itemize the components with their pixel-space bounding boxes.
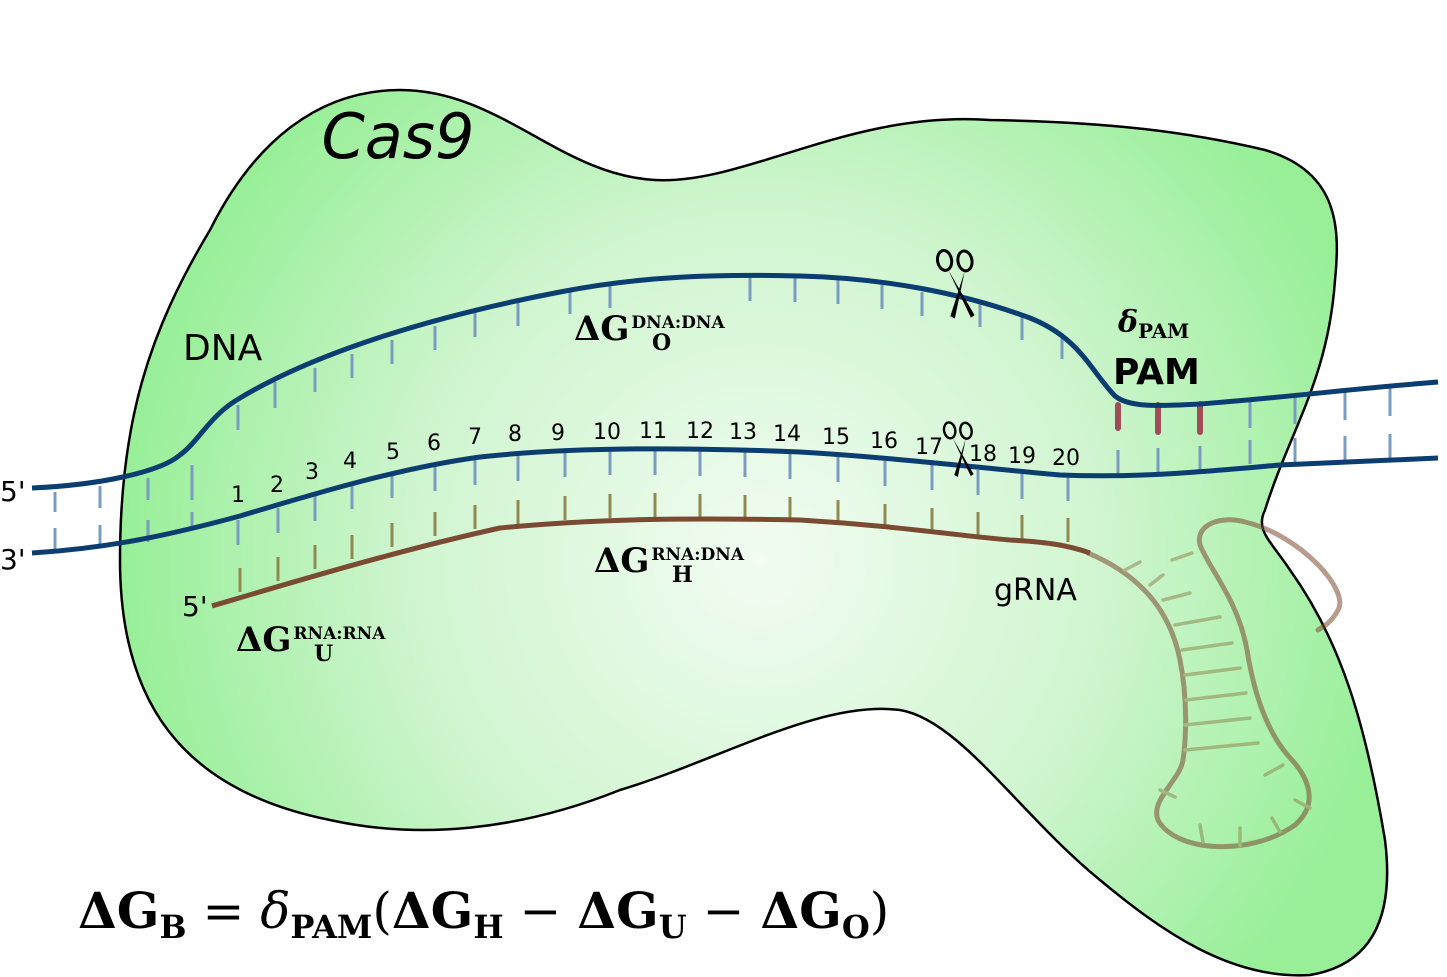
position-number: 3 <box>305 460 319 485</box>
cas9-protein-shape <box>118 88 1389 977</box>
position-number: 9 <box>551 421 565 446</box>
position-numbers: 1 2 3 4 5 6 7 8 9 10 11 12 13 14 15 16 1… <box>231 419 1080 508</box>
position-number: 2 <box>270 473 284 498</box>
position-number: 5 <box>386 440 400 465</box>
scissors-icon <box>942 421 974 477</box>
position-number: 11 <box>639 419 667 444</box>
position-number: 1 <box>231 483 245 508</box>
dna-bottom-ticks <box>53 434 1392 550</box>
dna-bottom-strand <box>31 446 1439 556</box>
position-number: 12 <box>686 419 714 444</box>
position-number: 17 <box>915 435 943 460</box>
binding-energy-equation: ΔGB = δPAM(ΔGH − ΔGU − ΔGO) <box>78 881 889 946</box>
grna-label: gRNA <box>994 573 1077 608</box>
grna-strand <box>211 516 1091 609</box>
dna-5prime-label: 5' <box>0 475 26 508</box>
dna-label: DNA <box>183 328 263 369</box>
grna-scaffold <box>1085 517 1343 850</box>
position-number: 16 <box>870 429 898 454</box>
position-number: 7 <box>468 425 482 450</box>
dna-3prime-label: 3' <box>0 543 26 576</box>
cas9-label: Cas9 <box>321 100 474 173</box>
position-number: 20 <box>1052 446 1080 471</box>
position-number: 18 <box>969 442 997 467</box>
position-number: 19 <box>1008 444 1036 469</box>
position-number: 13 <box>729 420 757 445</box>
position-number: 8 <box>508 422 522 447</box>
dna-top-strand <box>31 272 1439 491</box>
position-number: 14 <box>773 422 801 447</box>
pam-factor-label: δPAM <box>1117 305 1189 343</box>
pam-label: PAM <box>1113 352 1200 393</box>
position-number: 6 <box>427 431 441 456</box>
scissors-icon <box>935 249 975 319</box>
position-number: 4 <box>343 449 357 474</box>
position-number: 15 <box>822 425 850 450</box>
pam-bases <box>1115 401 1203 435</box>
grna-ticks <box>238 493 1070 592</box>
grna-5prime-label: 5' <box>182 590 208 623</box>
position-number: 10 <box>593 420 621 445</box>
